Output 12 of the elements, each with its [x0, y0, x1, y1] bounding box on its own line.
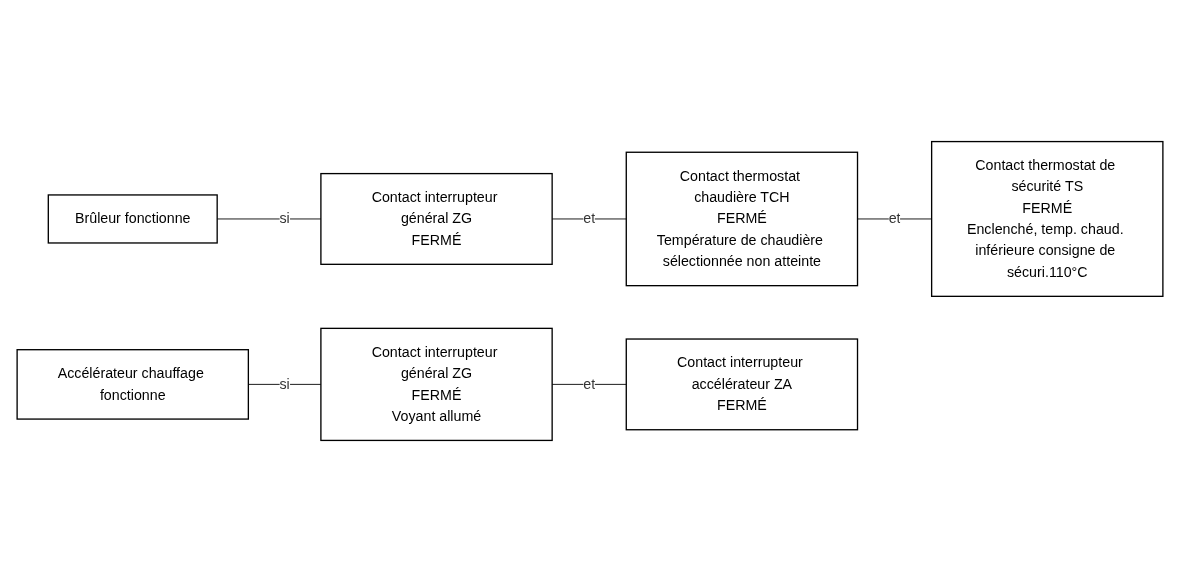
edge-label: et — [583, 376, 596, 392]
node-box: Brûleur fonctionne — [47, 194, 218, 244]
edge-label: et — [888, 210, 901, 227]
node-box: Accélérateur chauffage fonctionne — [16, 349, 250, 420]
edge-label: si — [279, 376, 290, 392]
node-box: Contact interrupteur général ZG FERMÉ — [320, 172, 553, 265]
node-box: Contact interrupteur général ZG FERMÉ Voyant allumé — [320, 327, 553, 442]
edge-label: et — [583, 210, 596, 227]
node-box: Contact thermostat chaudière TCH FERMÉ Température de chaudière sélectionnée non atteinte — [625, 151, 859, 287]
node-box: Contact thermostat de sécurité TS FERMÉ Enclenché, temp. chaud. inférieure consigne de sécuri.110°C — [930, 140, 1164, 297]
node-box: Contact interrupteur accélérateur ZA FERMÉ — [625, 338, 859, 431]
edge-label: si — [279, 210, 290, 227]
